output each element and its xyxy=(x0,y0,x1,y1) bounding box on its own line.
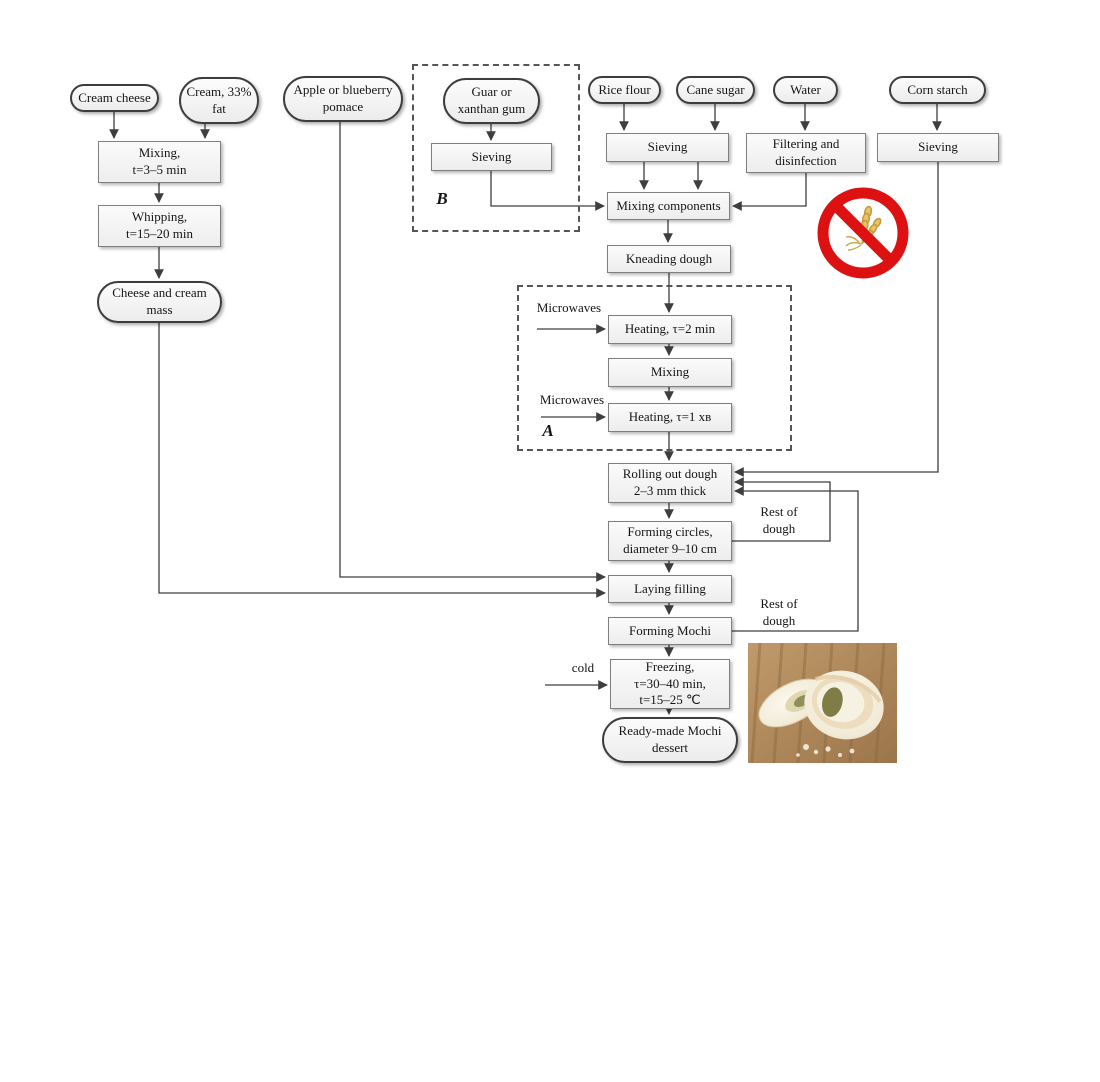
node-label: Cream cheese xyxy=(78,89,151,105)
label-rest-of-dough-bottom: Rest of dough xyxy=(750,596,808,630)
label-rest-of-dough-top: Rest of dough xyxy=(750,504,808,538)
node-label: Apple or blueberry xyxy=(293,82,393,98)
node-label: fat xyxy=(212,100,226,116)
node-label: 2–3 mm thick xyxy=(633,483,707,498)
node-label: xanthan gum xyxy=(457,101,526,116)
node-label: Freezing, xyxy=(645,658,695,674)
node-label: diameter 9–10 cm xyxy=(623,541,717,556)
node-rolling-out-dough: Rolling out dough 2–3 mm thick xyxy=(608,463,732,503)
node-label: pomace xyxy=(322,99,364,114)
node-corn-starch: Corn starch xyxy=(889,76,986,104)
node-label: Cream, 33% xyxy=(186,83,252,99)
node-label: t=15–25 ℃ xyxy=(639,692,701,708)
node-label: Mixing xyxy=(650,364,690,380)
node-label: mass xyxy=(146,302,173,317)
group-b-frame xyxy=(412,64,580,232)
node-cream-cheese: Cream cheese xyxy=(70,84,159,112)
node-whipping: Whipping, t=15–20 min xyxy=(98,205,221,247)
node-apple-or-blueberry-pomace: Apple or blueberry pomace xyxy=(283,76,403,122)
node-freezing: Freezing, τ=30–40 min, t=15–25 ℃ xyxy=(610,659,730,709)
label-line: dough xyxy=(762,520,796,536)
node-ready-made-mochi-dessert: Ready-made Mochi dessert xyxy=(602,717,738,763)
node-sieving-flour-sugar: Sieving xyxy=(606,133,729,162)
node-label: Rice flour xyxy=(598,81,651,97)
node-label: Water xyxy=(790,81,821,97)
node-label: dessert xyxy=(651,740,689,755)
node-label: Rolling out dough xyxy=(622,466,718,482)
node-cheese-and-cream-mass: Cheese and cream mass xyxy=(97,281,222,323)
node-label: Filtering and xyxy=(772,136,840,152)
node-cream-33-fat: Cream, 33% fat xyxy=(179,77,259,124)
node-filtering-and-disinfection: Filtering and disinfection xyxy=(746,133,866,173)
node-sieving-starch: Sieving xyxy=(877,133,999,162)
node-mixing-3-5-min: Mixing, t=3–5 min xyxy=(98,141,221,183)
gluten-free-icon xyxy=(816,186,910,280)
label-line: dough xyxy=(762,612,796,628)
node-label: Forming Mochi xyxy=(629,622,711,638)
node-label: Sieving xyxy=(918,139,958,155)
node-heating-1-min: Heating, τ=1 хв xyxy=(608,403,732,432)
node-label: τ=30–40 min, xyxy=(634,675,706,691)
node-label: t=15–20 min xyxy=(126,226,193,241)
node-kneading-dough: Kneading dough xyxy=(607,245,731,273)
node-laying-filling: Laying filling xyxy=(608,575,732,603)
group-a-label: A xyxy=(542,421,554,440)
node-label: Whipping, xyxy=(131,209,188,225)
node-label: Heating, τ=1 хв xyxy=(628,409,712,425)
node-label: t=3–5 min xyxy=(132,162,187,177)
node-label: disinfection xyxy=(775,153,837,168)
label-microwaves-top: Microwaves xyxy=(536,300,602,315)
label-cold: cold xyxy=(571,660,595,675)
label-line: Rest of xyxy=(760,596,798,611)
node-sieving-gum: Sieving xyxy=(431,143,552,171)
node-mixing-components: Mixing components xyxy=(607,192,730,220)
group-a-frame xyxy=(517,285,792,451)
node-rice-flour: Rice flour xyxy=(588,76,661,104)
node-mixing-a: Mixing xyxy=(608,358,732,387)
node-label: Mixing components xyxy=(616,197,721,213)
node-forming-circles: Forming circles, diameter 9–10 cm xyxy=(608,521,732,561)
node-label: Cane sugar xyxy=(686,81,745,97)
node-label: Kneading dough xyxy=(625,250,713,266)
label-line: Rest of xyxy=(760,504,798,519)
node-label: Guar or xyxy=(471,84,512,100)
mochi-photo xyxy=(748,642,897,764)
node-forming-mochi: Forming Mochi xyxy=(608,617,732,645)
node-label: Corn starch xyxy=(907,81,968,97)
node-water: Water xyxy=(773,76,838,104)
group-b-label: B xyxy=(436,189,448,208)
node-label: Sieving xyxy=(471,148,512,164)
node-cane-sugar: Cane sugar xyxy=(676,76,755,104)
node-label: Forming circles, xyxy=(627,524,713,540)
node-guar-or-xanthan-gum: Guar or xanthan gum xyxy=(443,78,540,124)
node-label: Cheese and cream xyxy=(112,285,207,301)
node-label: Mixing, xyxy=(138,145,181,161)
node-label: Sieving xyxy=(647,139,688,155)
node-label: Heating, τ=2 min xyxy=(624,321,716,337)
label-microwaves-bottom: Microwaves xyxy=(539,392,605,407)
node-heating-2-min: Heating, τ=2 min xyxy=(608,315,732,344)
node-label: Laying filling xyxy=(634,580,706,596)
node-label: Ready-made Mochi xyxy=(618,723,722,739)
